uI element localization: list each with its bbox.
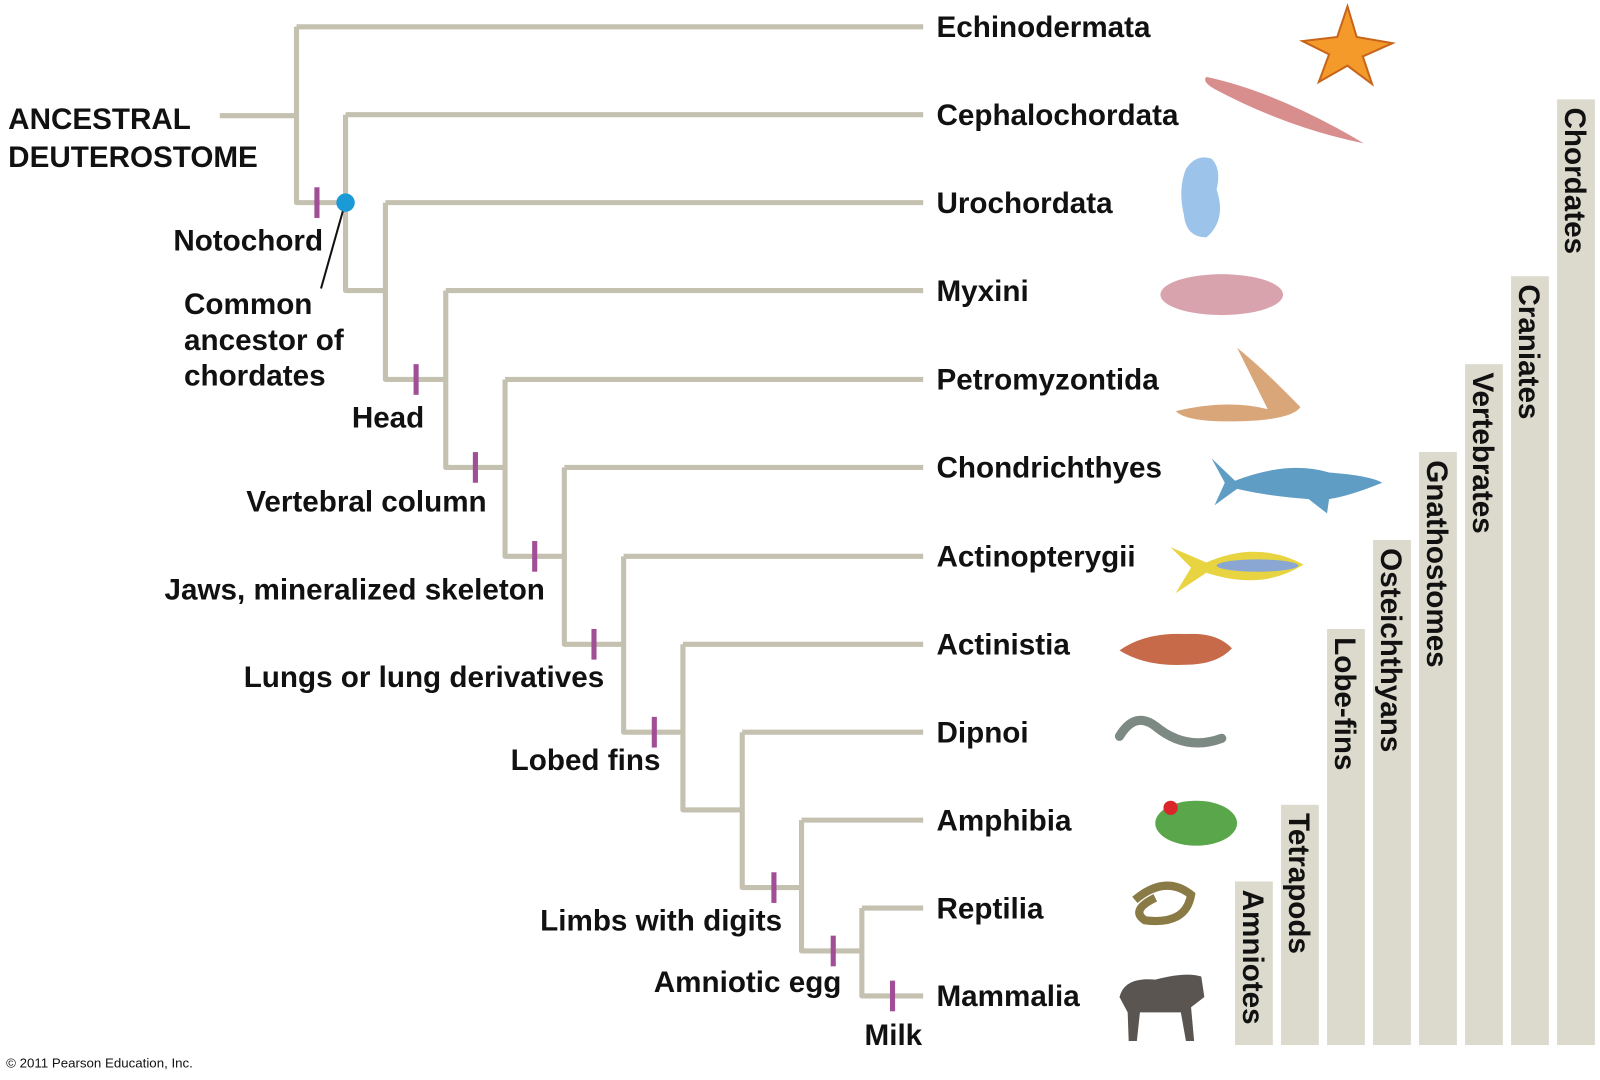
root-label-line1: ANCESTRAL bbox=[8, 103, 191, 136]
label-jaws: Jaws, mineralized skeleton bbox=[165, 573, 545, 606]
clade-bar-amniotes bbox=[1235, 881, 1273, 1046]
clade-label-chordates: Chordates bbox=[1558, 108, 1591, 255]
clade-label-lobe-fins: Lobe-fins bbox=[1328, 637, 1361, 770]
taxon-chondrichthyes: Chondrichthyes bbox=[936, 452, 1162, 485]
root-label-line2: DEUTEROSTOME bbox=[8, 141, 258, 174]
common-ancestor-dot bbox=[336, 193, 355, 212]
copyright: © 2011 Pearson Education, Inc. bbox=[6, 1056, 193, 1071]
label-head: Head bbox=[352, 402, 424, 435]
clade-label-craniates: Craniates bbox=[1512, 284, 1545, 419]
label-limbs: Limbs with digits bbox=[540, 905, 782, 938]
label-lobed-fins: Lobed fins bbox=[511, 744, 661, 777]
ancestor-pointer bbox=[320, 208, 345, 289]
clade-bar-craniates bbox=[1511, 276, 1549, 1046]
taxon-myxini: Myxini bbox=[936, 275, 1028, 308]
snake-icon bbox=[1132, 881, 1196, 926]
tunicate-icon bbox=[1181, 157, 1221, 238]
clade-bar-tetrapods bbox=[1281, 804, 1319, 1046]
lancelet-icon bbox=[1205, 76, 1364, 144]
taxon-urochordata: Urochordata bbox=[936, 187, 1113, 220]
common-ancestor-label-2: ancestor of bbox=[184, 324, 344, 357]
clade-label-osteichthyans: Osteichthyans bbox=[1374, 548, 1407, 752]
taxon-dipnoi: Dipnoi bbox=[936, 716, 1028, 749]
lungfish-icon bbox=[1114, 715, 1227, 748]
hagfish-icon bbox=[1160, 274, 1284, 316]
taxon-echinodermata: Echinodermata bbox=[936, 11, 1151, 44]
taxon-reptilia: Reptilia bbox=[936, 892, 1044, 925]
shark-icon bbox=[1211, 454, 1383, 514]
label-amniotic-egg: Amniotic egg bbox=[654, 966, 842, 999]
taxon-actinistia: Actinistia bbox=[936, 629, 1070, 662]
taxa-labels: Echinodermata Cephalochordata Urochordat… bbox=[936, 11, 1179, 1013]
character-marks bbox=[314, 187, 896, 1012]
clade-label-amniotes: Amniotes bbox=[1236, 890, 1269, 1025]
label-lungs: Lungs or lung derivatives bbox=[244, 661, 605, 694]
clade-label-gnathostomes: Gnathostomes bbox=[1420, 460, 1453, 667]
clade-label-vertebrates: Vertebrates bbox=[1466, 372, 1499, 533]
label-notochord: Notochord bbox=[173, 225, 323, 258]
character-labels: Notochord Head Vertebral column Jaws, mi… bbox=[165, 225, 923, 1052]
clade-bar-vertebrates bbox=[1465, 364, 1503, 1046]
coelacanth-icon bbox=[1119, 633, 1232, 665]
common-ancestor-label-3: chordates bbox=[184, 360, 326, 393]
tree-branches bbox=[219, 24, 924, 999]
lamprey-icon bbox=[1175, 347, 1301, 422]
common-ancestor-label-1: Common bbox=[184, 288, 312, 321]
starfish-icon bbox=[1298, 2, 1396, 87]
fish-stripe bbox=[1216, 559, 1299, 572]
animal-illustrations bbox=[1114, 2, 1396, 1041]
taxon-amphibia: Amphibia bbox=[936, 804, 1071, 837]
clade-bar-chordates bbox=[1557, 99, 1595, 1046]
clade-bar-osteichthyans bbox=[1373, 540, 1411, 1046]
clade-label-tetrapods: Tetrapods bbox=[1282, 813, 1315, 954]
clade-bars: Amniotes Tetrapods Lobe-fins Osteichthya… bbox=[1235, 99, 1595, 1046]
label-milk: Milk bbox=[865, 1019, 923, 1052]
taxon-mammalia: Mammalia bbox=[936, 980, 1080, 1013]
frog-eye-icon bbox=[1163, 800, 1178, 816]
taxon-actinopterygii: Actinopterygii bbox=[936, 541, 1135, 574]
clade-bar-lobe-fins bbox=[1327, 628, 1365, 1046]
taxon-petromyzontida: Petromyzontida bbox=[936, 364, 1159, 397]
wildebeest-icon bbox=[1119, 974, 1205, 1041]
label-vertebral-column: Vertebral column bbox=[246, 485, 486, 518]
taxon-cephalochordata: Cephalochordata bbox=[936, 99, 1179, 132]
clade-bar-gnathostomes bbox=[1419, 452, 1457, 1046]
